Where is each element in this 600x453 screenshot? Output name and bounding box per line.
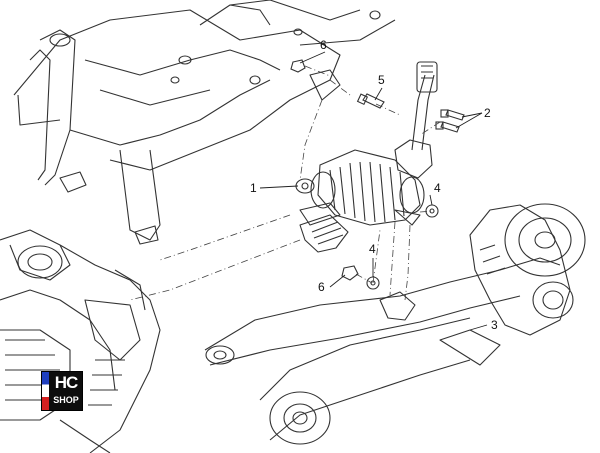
callout-6-lower: 6 <box>318 280 325 294</box>
leader-lines <box>259 51 488 331</box>
bolt-2-lower <box>440 121 460 133</box>
nut-6-lower <box>341 265 359 281</box>
logo-shop-text: SHOP <box>53 395 79 405</box>
flag-stripe <box>42 372 49 410</box>
hardware-parts <box>290 59 465 290</box>
hc-shop-logo: HC SHOP <box>41 371 83 411</box>
callout-6-upper: 6 <box>320 38 327 52</box>
shock-absorber-drawing <box>295 61 438 253</box>
nut-6-upper <box>290 59 306 73</box>
assembly-lines <box>129 65 441 301</box>
callout-4-upper: 4 <box>434 181 441 195</box>
callout-2: 2 <box>484 106 491 120</box>
swingarm-drawing <box>204 203 586 445</box>
logo-hc-text: HC <box>54 373 79 392</box>
callout-5: 5 <box>378 73 385 87</box>
engine-drawing <box>0 229 161 453</box>
frame-drawing <box>13 0 396 245</box>
callout-1: 1 <box>250 181 257 195</box>
callout-4-lower: 4 <box>369 242 376 256</box>
bolt-2-upper <box>445 109 465 121</box>
callout-labels: 1 2 3 4 4 5 6 6 <box>250 38 498 332</box>
callout-3: 3 <box>491 318 498 332</box>
